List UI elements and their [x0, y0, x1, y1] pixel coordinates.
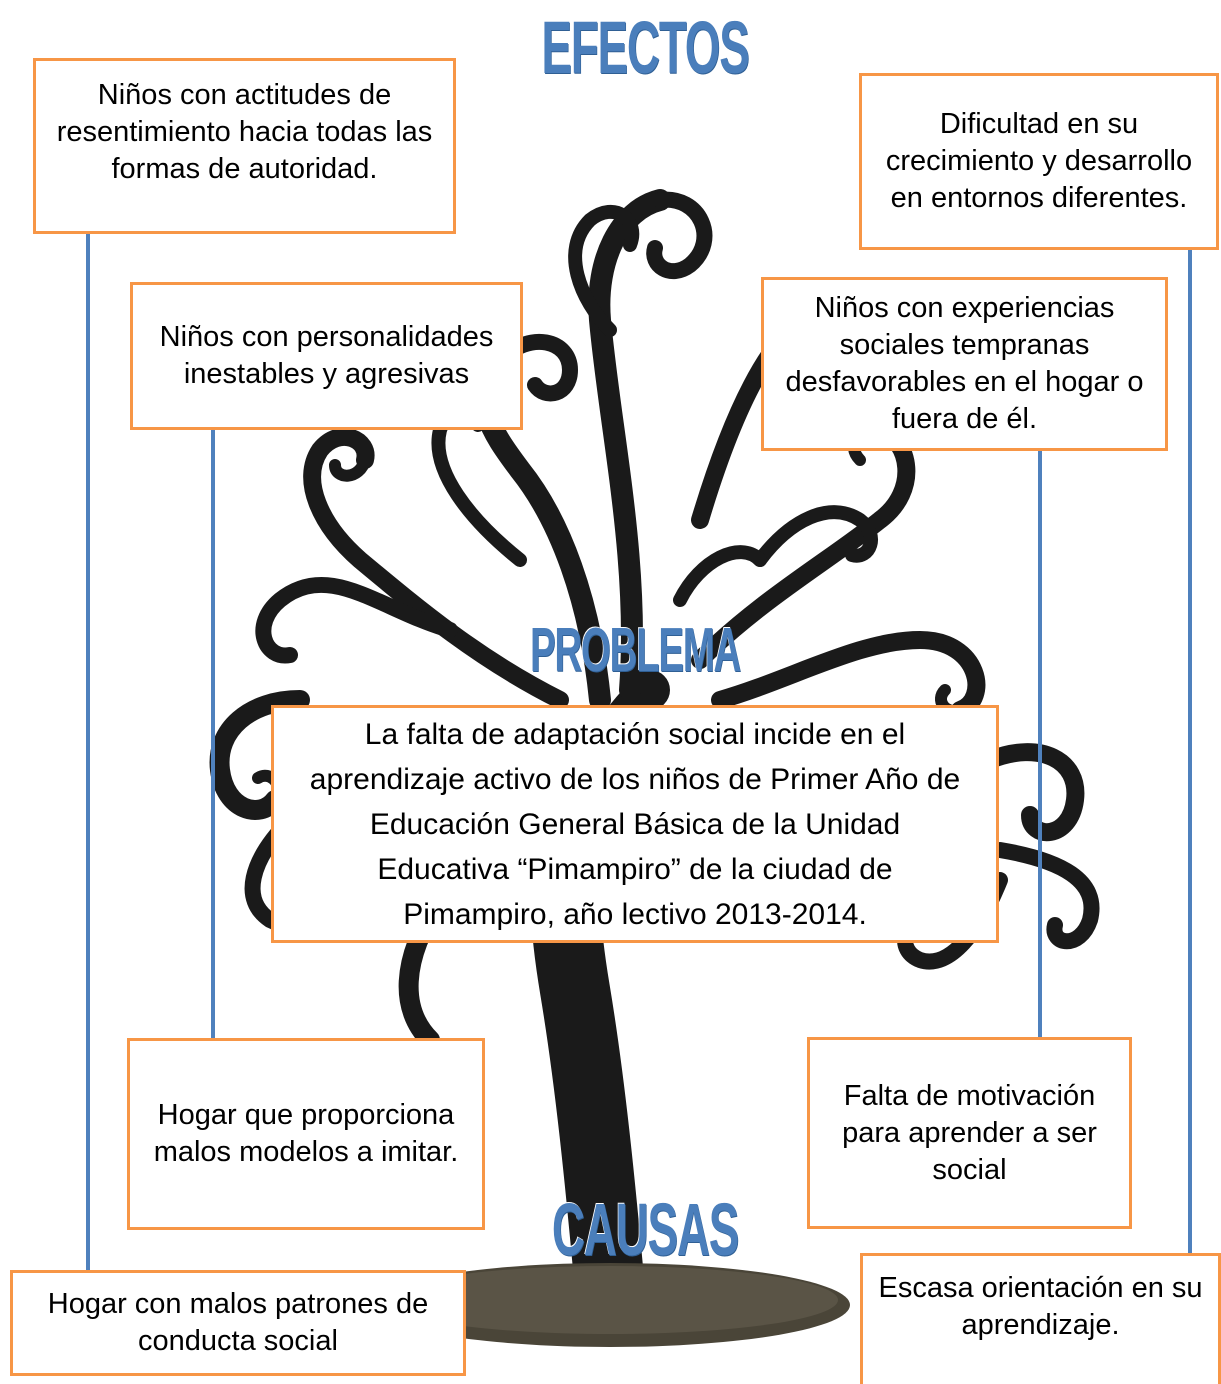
problem-text: La falta de adaptación social incide en … [309, 717, 961, 931]
cause-box: Hogar que proporciona malos modelos a im… [127, 1038, 485, 1230]
connector-line-right-inner [1038, 451, 1042, 1038]
connector-line-right-outer [1188, 250, 1192, 1254]
cause-box: Falta de motivación para aprender a ser … [807, 1037, 1132, 1229]
effect-text: Niños con experiencias sociales temprana… [785, 292, 1144, 435]
effect-text: Dificultad en su crecimiento y desarroll… [885, 108, 1193, 214]
causes-heading: CAUSAS [551, 1188, 740, 1271]
connector-line-left-outer [86, 234, 90, 1271]
cause-box: Hogar con malos patrones de conducta soc… [10, 1270, 466, 1376]
problem-box: La falta de adaptación social incide en … [271, 705, 999, 943]
problem-heading: PROBLEMA [529, 616, 741, 685]
cause-text: Hogar con malos patrones de conducta soc… [47, 1288, 429, 1357]
cause-text: Falta de motivación para aprender a ser … [842, 1079, 1097, 1186]
effect-text: Niños con personalidades inestables y ag… [159, 321, 494, 390]
effects-heading: EFECTOS [541, 6, 749, 89]
connector-line-left-inner [211, 430, 215, 1038]
effect-text: Niños con actitudes de resentimiento hac… [56, 79, 433, 185]
effect-box: Niños con personalidades inestables y ag… [130, 282, 523, 430]
cause-text: Hogar que proporciona malos modelos a im… [153, 1099, 459, 1168]
effect-box: Dificultad en su crecimiento y desarroll… [859, 73, 1219, 250]
effect-box: Niños con experiencias sociales temprana… [761, 277, 1168, 451]
effect-box: Niños con actitudes de resentimiento hac… [33, 58, 456, 234]
cause-text: Escasa orientación en su aprendizaje. [878, 1272, 1203, 1341]
cause-box: Escasa orientación en su aprendizaje. [860, 1253, 1221, 1384]
